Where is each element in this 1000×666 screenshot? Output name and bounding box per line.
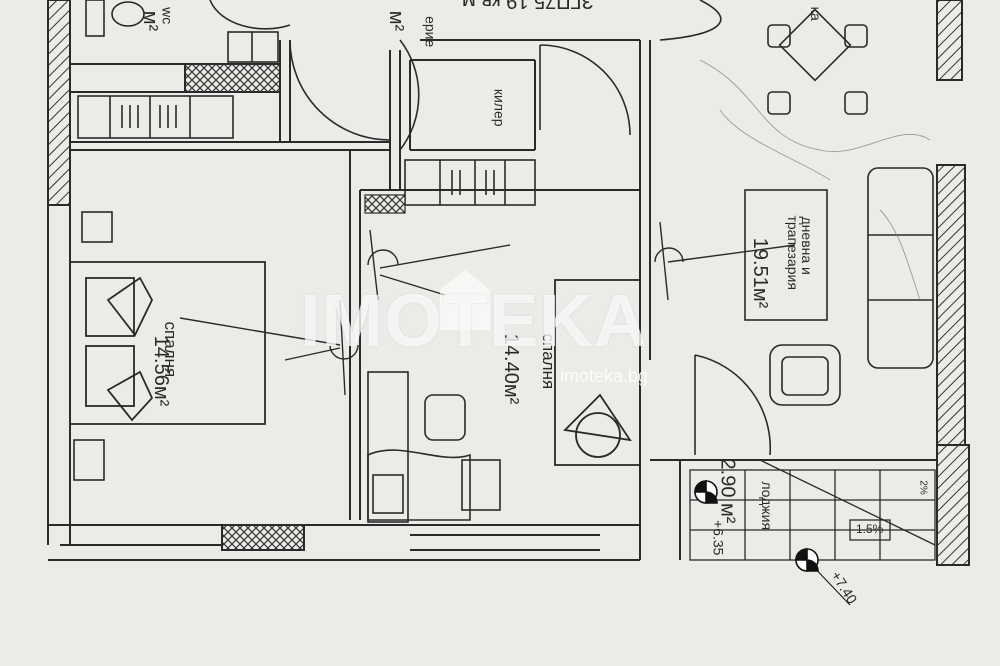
pantry-label: килер [491, 88, 508, 127]
desk-area [367, 371, 501, 523]
nightstand-1 [81, 211, 113, 243]
pantry-shelves [404, 159, 536, 206]
nightstand-2 [73, 439, 105, 481]
bed-mid [554, 279, 641, 466]
living-label-2: трапезария [784, 215, 801, 290]
sofa [769, 167, 934, 406]
watermark-house-icon [440, 270, 490, 330]
slope-1: 1.5% [856, 522, 884, 536]
level-1: +6.35 [710, 519, 727, 556]
top-partial-area: м² [385, 10, 408, 32]
wc-area: м² [139, 10, 162, 32]
window-hatch-top [184, 63, 281, 93]
level-markers [694, 480, 851, 606]
pantry-hatch [364, 194, 406, 214]
living-label-box [744, 189, 828, 321]
top-right-partial-label: ка [807, 6, 824, 21]
pencil-sketch [699, 59, 931, 301]
watermark-brand: IMOTEKA [300, 279, 649, 362]
loggia-area: 2.90 м² [716, 458, 739, 524]
exterior-walls [47, 0, 970, 566]
loggia-label: лоджия [759, 481, 776, 531]
bedroom-left-area: 14.56м² [150, 335, 173, 407]
door-swings [209, 0, 772, 456]
header-partial: ЗГП75.19 кв.м [462, 0, 594, 12]
dining-set [767, 8, 868, 115]
ceiling-lights [179, 221, 796, 396]
watermark-url: imoteka.bg [560, 366, 649, 386]
bath-fixtures [85, 0, 279, 63]
top-partial-label: ерие [422, 16, 439, 48]
wardrobe-left [77, 95, 234, 139]
living-area: 19.51м² [749, 237, 772, 309]
window-hatch-bottom [221, 524, 305, 551]
loggia-grid [689, 459, 936, 561]
slope-2: 2% [917, 480, 929, 495]
bed-left [69, 261, 266, 425]
